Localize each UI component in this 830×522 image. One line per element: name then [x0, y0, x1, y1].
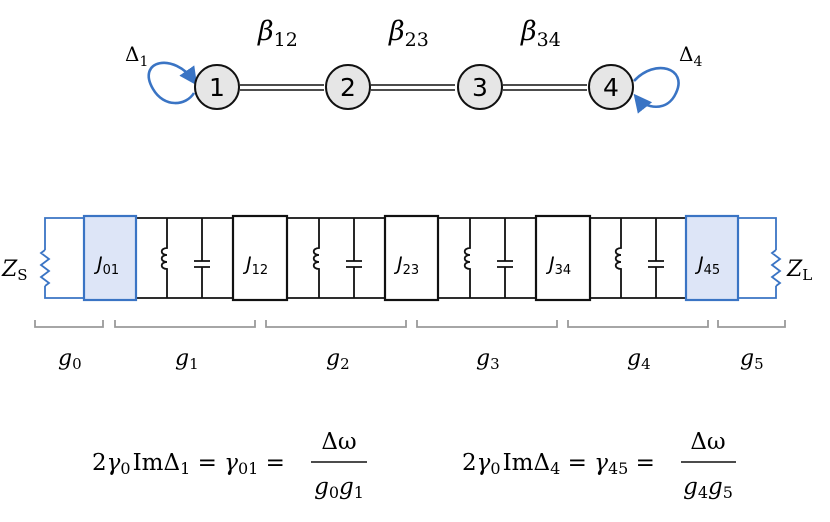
- svg-text:3: 3: [472, 73, 488, 102]
- resonator-4: [614, 218, 664, 298]
- capacitor-2: [346, 218, 362, 298]
- svg-text:g4g5: g4g5: [683, 474, 733, 502]
- inverter-J01: J01: [82, 214, 138, 302]
- node-4: 4: [588, 64, 634, 110]
- svg-text:J12: J12: [242, 253, 268, 278]
- coupling-lines: [240, 84, 587, 91]
- resonator-1: [160, 218, 210, 298]
- source-impedance-label: ZS: [1, 257, 28, 284]
- capacitor-1: [194, 218, 210, 298]
- equation-right: 2γ0ImΔ4 = γ45 = Δω g4g5: [462, 429, 736, 502]
- svg-text:Δω: Δω: [690, 429, 725, 455]
- svg-text:Δω: Δω: [321, 429, 356, 455]
- section-label-g1: g1: [175, 346, 199, 373]
- ladder-circuit: J01 J12 J23 J34 J45 ZS ZL: [1, 214, 812, 373]
- svg-text:4: 4: [603, 73, 619, 102]
- self-loop-4: [633, 66, 680, 114]
- coupling-label-34: β34: [520, 16, 561, 51]
- section-label-g5: g5: [740, 346, 764, 373]
- self-loop-1: [147, 61, 198, 105]
- svg-text:2γ0ImΔ1 = γ01 =: 2γ0ImΔ1 = γ01 =: [92, 450, 285, 478]
- load-impedance-label: ZL: [786, 257, 812, 284]
- node-1: 1: [194, 64, 240, 110]
- capacitor-4: [648, 218, 664, 298]
- load-resistor: [738, 217, 782, 299]
- section-label-g2: g2: [326, 346, 350, 373]
- inductor-3: [463, 218, 471, 298]
- svg-text:g0g1: g0g1: [314, 474, 364, 502]
- section-label-g0: g0: [58, 346, 82, 373]
- section-brackets: [34, 320, 786, 328]
- inverter-J12: J12: [231, 214, 289, 302]
- section-label-g3: g3: [476, 346, 500, 373]
- svg-text:J45: J45: [694, 253, 720, 278]
- resonator-2: [312, 218, 362, 298]
- node-3: 3: [457, 64, 503, 110]
- resonators: [160, 218, 664, 298]
- inductor-1: [160, 218, 168, 298]
- detuning-label-1: Δ1: [125, 42, 148, 70]
- svg-text:J34: J34: [545, 253, 571, 278]
- coupling-label-12: β12: [257, 16, 298, 51]
- rails: [136, 217, 686, 299]
- section-labels: g0 g1 g2 g3 g4 g5: [58, 346, 764, 373]
- coupling-label-23: β23: [388, 16, 429, 51]
- inverter-J23: J23: [383, 214, 440, 302]
- detuning-label-4: Δ4: [679, 42, 702, 70]
- inductor-2: [312, 218, 320, 298]
- svg-text:2: 2: [340, 73, 356, 102]
- inverter-J45: J45: [684, 214, 740, 302]
- section-label-g4: g4: [627, 346, 651, 373]
- capacitor-3: [497, 218, 513, 298]
- equation-left: 2γ0ImΔ1 = γ01 = Δω g0g1: [92, 429, 367, 502]
- coupling-graph: 1 2 3 4 β12 β23 β34 Δ1 Δ4: [125, 16, 702, 114]
- source-resistor: [39, 217, 84, 299]
- node-2: 2: [325, 64, 371, 110]
- svg-text:1: 1: [209, 73, 225, 102]
- svg-text:2γ0ImΔ4 = γ45 =: 2γ0ImΔ4 = γ45 =: [462, 450, 655, 478]
- inductor-4: [614, 218, 622, 298]
- svg-text:J23: J23: [393, 253, 419, 278]
- inverter-J34: J34: [534, 214, 592, 302]
- svg-text:J01: J01: [93, 253, 119, 278]
- resonator-3: [463, 218, 513, 298]
